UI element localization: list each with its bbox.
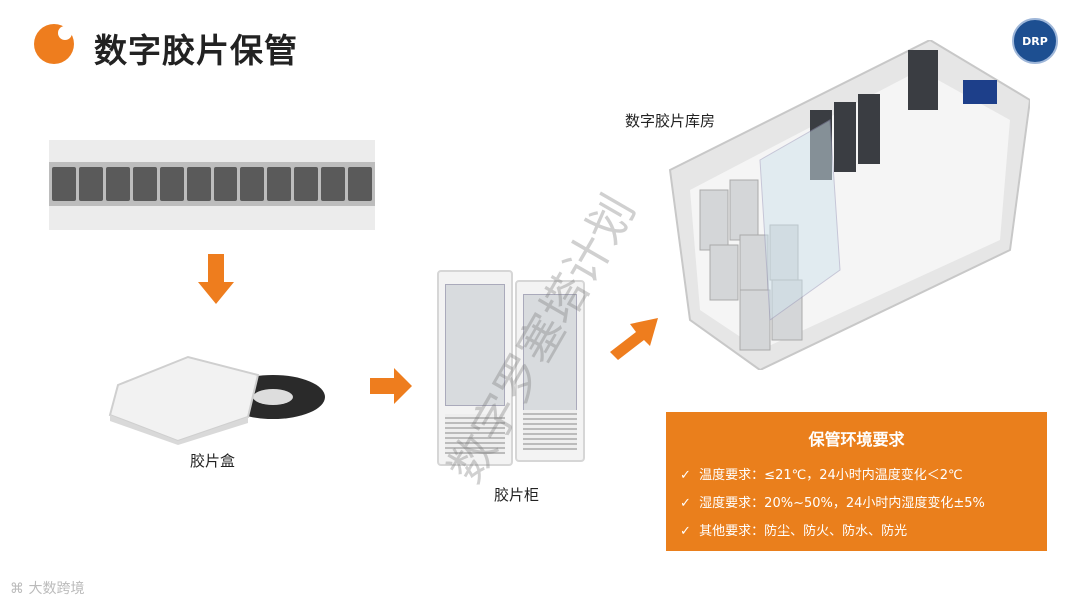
check-icon: ✓ xyxy=(680,524,691,539)
check-icon: ✓ xyxy=(680,468,691,483)
film-storage-label: 数字胶片库房 xyxy=(625,112,716,130)
arrow-right-icon xyxy=(370,368,412,404)
drp-logo: DRP xyxy=(1012,18,1058,64)
film-box-label: 胶片盒 xyxy=(190,452,236,470)
film-storage-room-image xyxy=(668,40,1030,370)
requirements-panel: 保管环境要求 ✓ 温度要求：≤21℃，24小时内温度变化＜2℃ ✓ 湿度要求：2… xyxy=(666,412,1047,551)
film-cabinet-label: 胶片柜 xyxy=(494,486,540,504)
arrow-down-icon xyxy=(198,254,234,304)
film-case-image xyxy=(108,355,325,445)
film-cabinet-right xyxy=(515,280,585,462)
film-cabinet-left xyxy=(437,270,513,466)
page-title: 数字胶片保管 xyxy=(94,31,298,70)
brand-logo-icon: ⌘ xyxy=(10,581,24,597)
arrow-up-right-icon xyxy=(610,318,658,360)
requirements-title: 保管环境要求 xyxy=(808,430,905,449)
footer-watermark: ⌘ 大数跨境 xyxy=(10,581,85,597)
requirement-humidity: ✓ 湿度要求：20%~50%，24小时内湿度变化±5% xyxy=(680,496,985,511)
requirement-other: ✓ 其他要求：防尘、防火、防水、防光 xyxy=(680,524,908,539)
requirement-temperature: ✓ 温度要求：≤21℃，24小时内温度变化＜2℃ xyxy=(680,468,963,483)
film-strip-image xyxy=(49,140,375,230)
check-icon: ✓ xyxy=(680,496,691,511)
title-bullet-icon xyxy=(34,24,74,64)
